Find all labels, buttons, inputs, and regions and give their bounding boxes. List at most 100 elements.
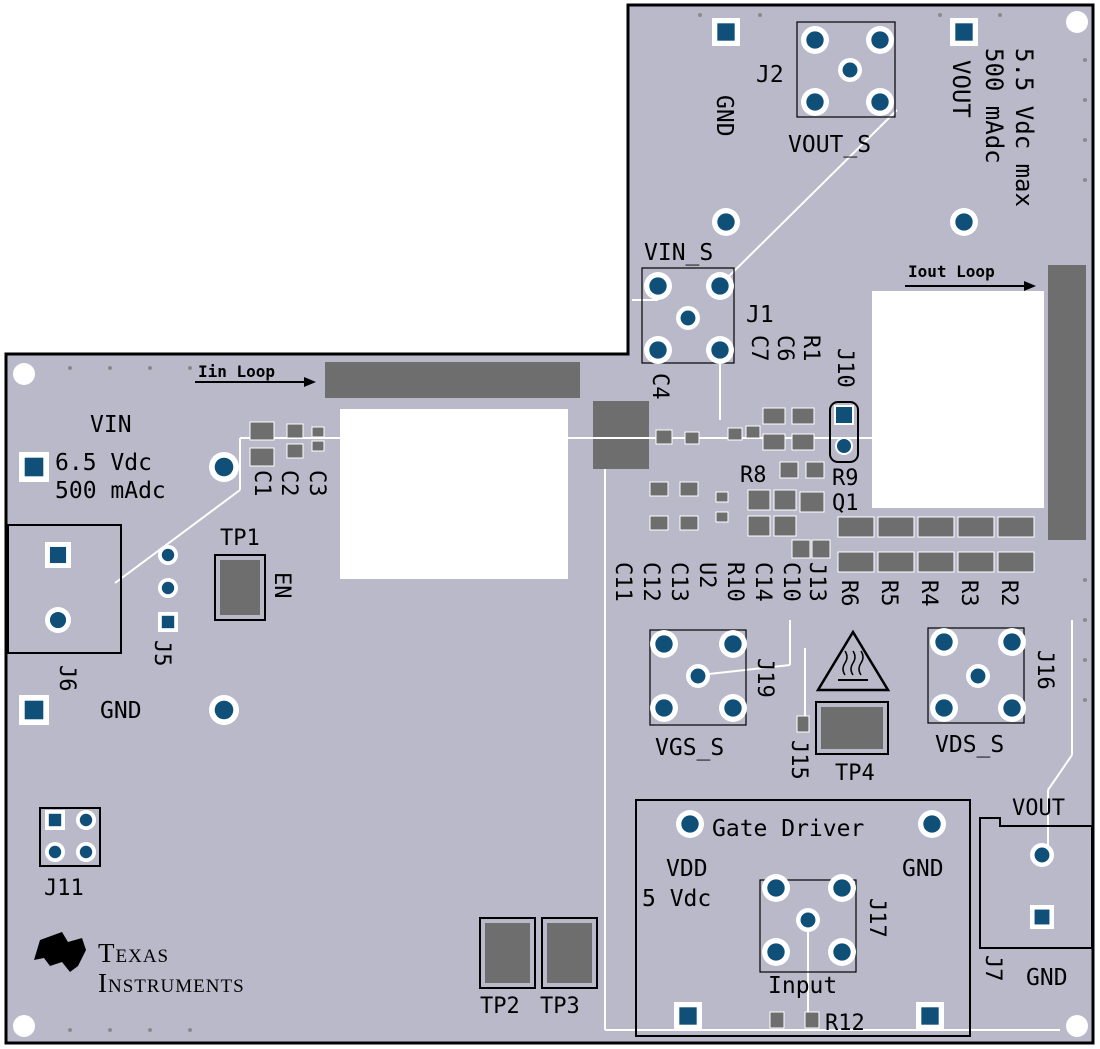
u2-label: U2 (694, 562, 719, 589)
iin-loop-copper (325, 362, 580, 398)
through-hole-pad[interactable] (918, 810, 946, 838)
through-hole-pad[interactable] (644, 336, 672, 364)
through-hole-pad[interactable] (866, 88, 894, 116)
r9-label: R9 (832, 466, 859, 491)
tp2-pad[interactable] (485, 923, 530, 983)
through-hole-pad[interactable] (45, 607, 71, 633)
through-hole-pad[interactable] (45, 542, 71, 568)
tp1-pad[interactable] (220, 560, 260, 615)
through-hole-pad[interactable] (950, 18, 978, 46)
vout-s-label: VOUT_S (788, 132, 871, 158)
j19-label: J19 (752, 658, 777, 698)
c2-label: C2 (276, 470, 301, 497)
through-hole-pad[interactable] (998, 628, 1026, 656)
j10-label: J10 (832, 348, 857, 388)
through-hole-pad[interactable] (828, 874, 856, 902)
gate-driver-vdd-voltage: 5 Vdc (642, 886, 711, 912)
through-hole-pad[interactable] (650, 694, 678, 722)
through-hole-pad[interactable] (916, 1002, 944, 1030)
j16-label: J16 (1032, 650, 1057, 690)
through-hole-pad[interactable] (676, 810, 704, 838)
through-hole-pad[interactable] (676, 306, 700, 330)
through-hole-pad[interactable] (762, 938, 790, 966)
through-hole-pad[interactable] (209, 452, 239, 482)
tp3-pad[interactable] (547, 923, 592, 983)
r10-label: R10 (722, 562, 747, 602)
r8-label: R8 (740, 463, 767, 488)
vin-title: VIN (90, 412, 132, 438)
smd-parts (249, 407, 831, 1029)
through-hole-pad[interactable] (712, 18, 740, 46)
vout-right-label: VOUT (1012, 796, 1065, 821)
through-hole-pad[interactable] (712, 208, 740, 236)
r12-label: R12 (825, 1011, 865, 1036)
through-hole-pad[interactable] (930, 694, 958, 722)
through-hole-pad[interactable] (796, 908, 820, 932)
through-hole-pads (19, 18, 1054, 1030)
svg-text:ti: ti (58, 945, 77, 964)
through-hole-pad[interactable] (644, 272, 672, 300)
c7-label: C7 (746, 335, 771, 362)
through-hole-pad[interactable] (950, 208, 978, 236)
j7-label: J7 (980, 955, 1005, 982)
through-hole-pad[interactable] (719, 694, 747, 722)
through-hole-pad[interactable] (838, 58, 862, 82)
through-hole-pad[interactable] (801, 26, 829, 54)
through-hole-pad[interactable] (76, 810, 96, 830)
r6-label: R6 (836, 580, 861, 607)
vds-s-outline (927, 627, 1025, 724)
through-hole-pad[interactable] (158, 612, 178, 632)
through-hole-pad[interactable] (706, 272, 734, 300)
j10-jumper[interactable] (829, 401, 859, 463)
j2-outline (796, 21, 896, 118)
j5-label: J5 (149, 640, 174, 667)
through-hole-pad[interactable] (719, 630, 747, 658)
gate-driver-input: Input (768, 973, 837, 999)
through-hole-pad[interactable] (19, 452, 49, 482)
through-hole-pad[interactable] (19, 695, 49, 725)
through-hole-pad[interactable] (762, 874, 790, 902)
hot-surface-warning-icon (815, 629, 891, 692)
c14-label: C14 (750, 562, 775, 602)
c10-label: C10 (778, 562, 803, 602)
through-hole-pad[interactable] (866, 26, 894, 54)
vin-s-label: VIN_S (644, 240, 713, 266)
tp3-label: TP3 (540, 994, 580, 1019)
through-hole-pad[interactable] (966, 664, 990, 688)
through-hole-pad[interactable] (686, 664, 710, 688)
through-hole-pad[interactable] (650, 630, 678, 658)
j6-label: J6 (54, 665, 79, 692)
j1-label: J1 (746, 302, 774, 328)
tp1-label: TP1 (220, 526, 260, 551)
test-point-pads (220, 560, 883, 983)
c13-label: C13 (666, 562, 691, 602)
c12-label: C12 (638, 562, 663, 602)
through-hole-pad[interactable] (706, 336, 734, 364)
through-hole-pad[interactable] (158, 545, 178, 565)
tp2-label: TP2 (480, 994, 520, 1019)
j11-outline (39, 807, 101, 867)
mounting-hole (1066, 11, 1088, 33)
tp4-pad[interactable] (821, 707, 883, 749)
through-hole-pad[interactable] (209, 695, 239, 725)
through-hole-pad[interactable] (45, 842, 65, 862)
j6-connector (7, 524, 122, 654)
through-hole-pad[interactable] (828, 938, 856, 966)
copper-areas (325, 265, 1086, 579)
through-hole-pad[interactable] (1030, 905, 1054, 929)
through-hole-pad[interactable] (1030, 843, 1054, 867)
gnd-left-label: GND (100, 698, 142, 724)
mounting-holes (13, 11, 1088, 1037)
through-hole-pad[interactable] (158, 578, 178, 598)
input-cap-area (340, 409, 568, 579)
silk-outlines (7, 21, 1093, 1037)
through-hole-pad[interactable] (998, 694, 1026, 722)
ti-logo-icon: ti (34, 932, 86, 972)
through-hole-pad[interactable] (76, 842, 96, 862)
gnd-top-label: GND (711, 95, 737, 137)
through-hole-pad[interactable] (930, 628, 958, 656)
through-hole-pad[interactable] (45, 810, 65, 830)
through-hole-pad[interactable] (801, 88, 829, 116)
via-dots (68, 13, 1087, 1032)
through-hole-pad[interactable] (674, 1002, 702, 1030)
